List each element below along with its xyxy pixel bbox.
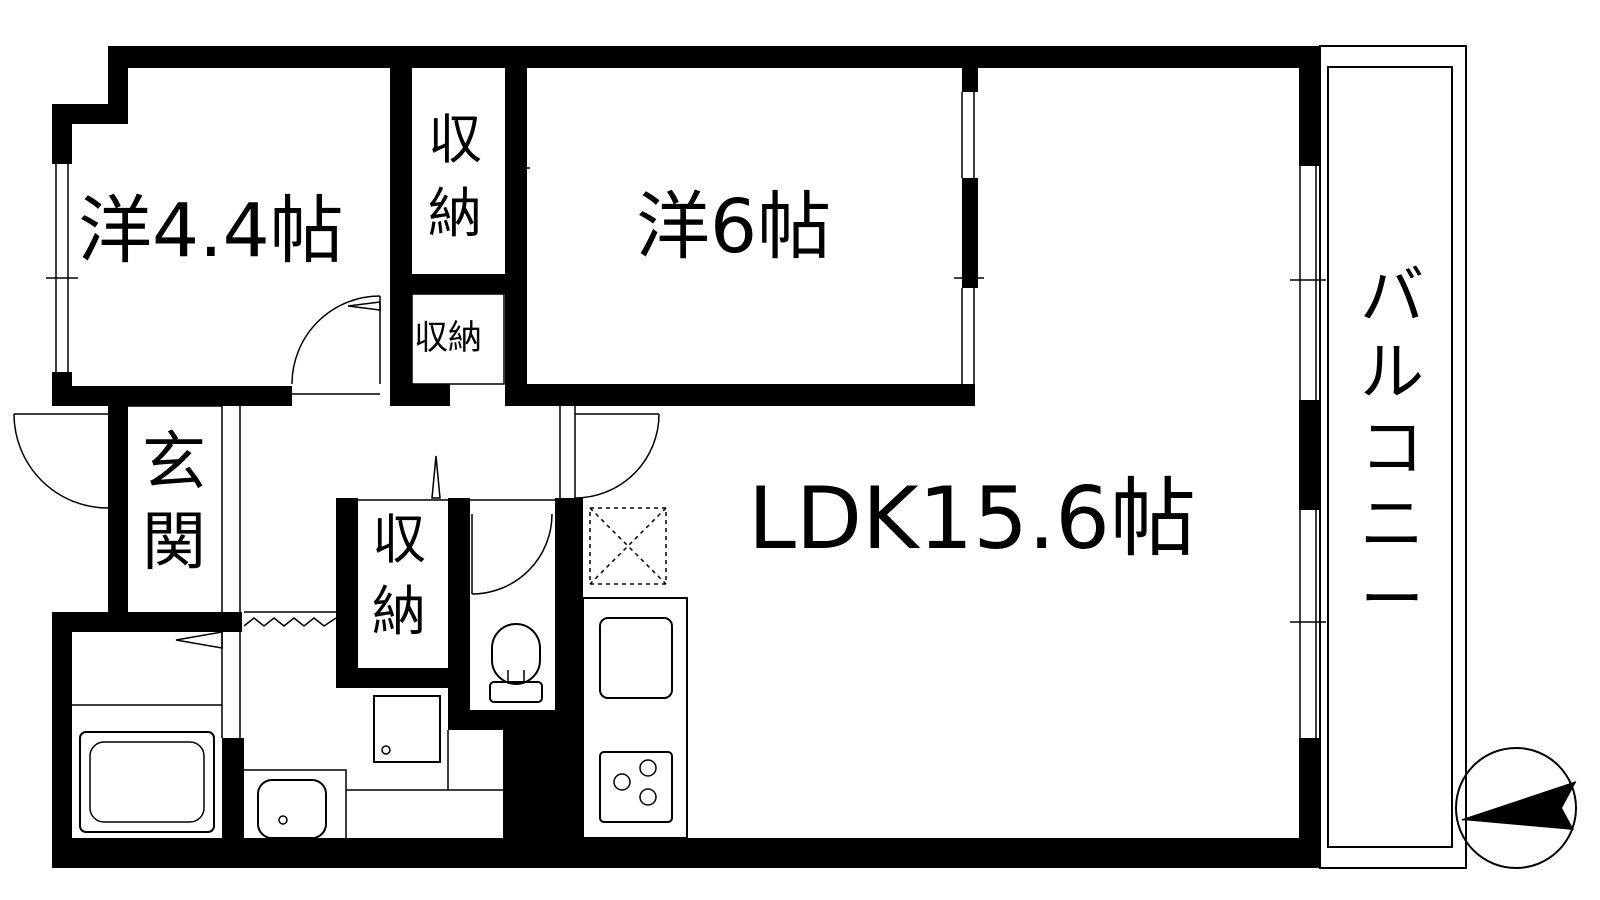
north-arrow-icon <box>1455 747 1577 869</box>
room-label-entrance: 玄 関 <box>142 426 226 580</box>
entrance-char-1: 玄 <box>142 426 206 500</box>
storage-middle-char-1: 収 <box>372 508 426 571</box>
balcony-char-1: バ <box>1360 260 1424 334</box>
doors <box>13 295 660 649</box>
room-label-storage-top: 収 納 <box>428 108 499 245</box>
washbasin-icon <box>257 779 327 839</box>
room-label-storage-small: 収納 <box>414 318 482 358</box>
refrigerator-space-icon <box>589 507 667 585</box>
toilet-icon <box>489 623 543 703</box>
room-labels: 洋4.4帖 収 納 洋6帖 収納 玄 関 収 納 LDK15.6帖 バ ル コ … <box>78 108 1444 643</box>
kitchen-sink-icon <box>599 617 673 699</box>
room-label-ldk: LDK15.6帖 <box>748 469 1196 569</box>
thin-lines <box>46 68 1326 838</box>
storage-top-char-2: 納 <box>428 182 482 245</box>
washing-machine-pan-icon <box>373 695 441 763</box>
room-label-western-small: 洋4.4帖 <box>78 188 344 274</box>
storage-top-char-1: 収 <box>428 108 482 171</box>
room-label-storage-middle: 収 納 <box>372 508 443 643</box>
room-label-western-large: 洋6帖 <box>636 184 831 270</box>
kitchen-counter <box>582 597 688 839</box>
balcony-char-4: ニ <box>1360 488 1424 562</box>
balcony-char-3: コ <box>1360 412 1424 486</box>
balcony-char-2: ル <box>1360 336 1424 410</box>
balcony-char-5: ー <box>1360 564 1424 638</box>
walls <box>52 46 1321 868</box>
bathtub-icon <box>79 731 215 833</box>
gas-stove-icon <box>599 751 673 823</box>
room-label-balcony: バ ル コ ニ ー <box>1360 260 1444 638</box>
entrance-char-2: 関 <box>142 506 206 580</box>
storage-middle-char-2: 納 <box>372 580 426 643</box>
